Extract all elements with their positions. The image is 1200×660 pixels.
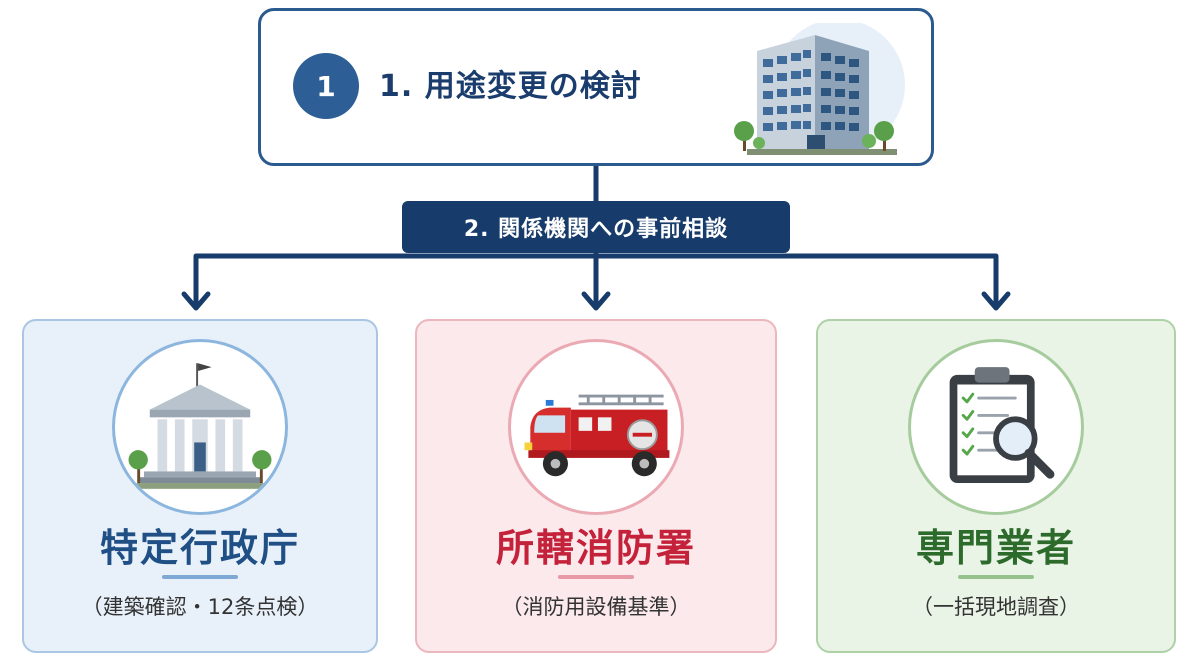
step1-title: 1. 用途変更の検討	[379, 69, 642, 104]
card-divider	[558, 575, 634, 579]
icon-frame	[908, 339, 1084, 515]
card-fire-department: 所轄消防署 （消防用設備基準）	[415, 319, 777, 653]
arrow-head-fire	[581, 291, 611, 311]
card-title: 専門業者	[915, 526, 1076, 570]
arrow-head-gov	[181, 291, 211, 311]
clipboard-magnifier-icon	[949, 367, 1055, 484]
fire-truck-icon	[524, 394, 670, 477]
step2-banner: 2. 関係機関への事前相談	[402, 201, 790, 253]
card-subtitle: （一括現地調査）	[912, 595, 1080, 619]
arrow-head-expert	[981, 291, 1011, 311]
card-title: 特定行政庁	[99, 526, 300, 570]
card-divider	[958, 575, 1034, 579]
office-building-icon	[734, 23, 905, 155]
card-expert-contractor: 専門業者 （一括現地調査）	[816, 319, 1176, 653]
card-subtitle: （建築確認・12条点検）	[81, 595, 319, 619]
card-divider	[162, 575, 238, 579]
connector-to-gov	[193, 253, 599, 307]
card-government: 特定行政庁 （建築確認・12条点検）	[22, 319, 378, 653]
connector-to-expert	[593, 253, 999, 307]
icon-frame	[508, 339, 684, 515]
government-building-icon	[128, 363, 272, 489]
step1-box: 1 1. 用途変更の検討	[258, 8, 934, 166]
icon-frame	[112, 339, 288, 515]
step-number-badge: 1	[293, 53, 359, 119]
card-subtitle: （消防用設備基準）	[501, 595, 691, 619]
card-title: 所轄消防署	[495, 526, 696, 570]
